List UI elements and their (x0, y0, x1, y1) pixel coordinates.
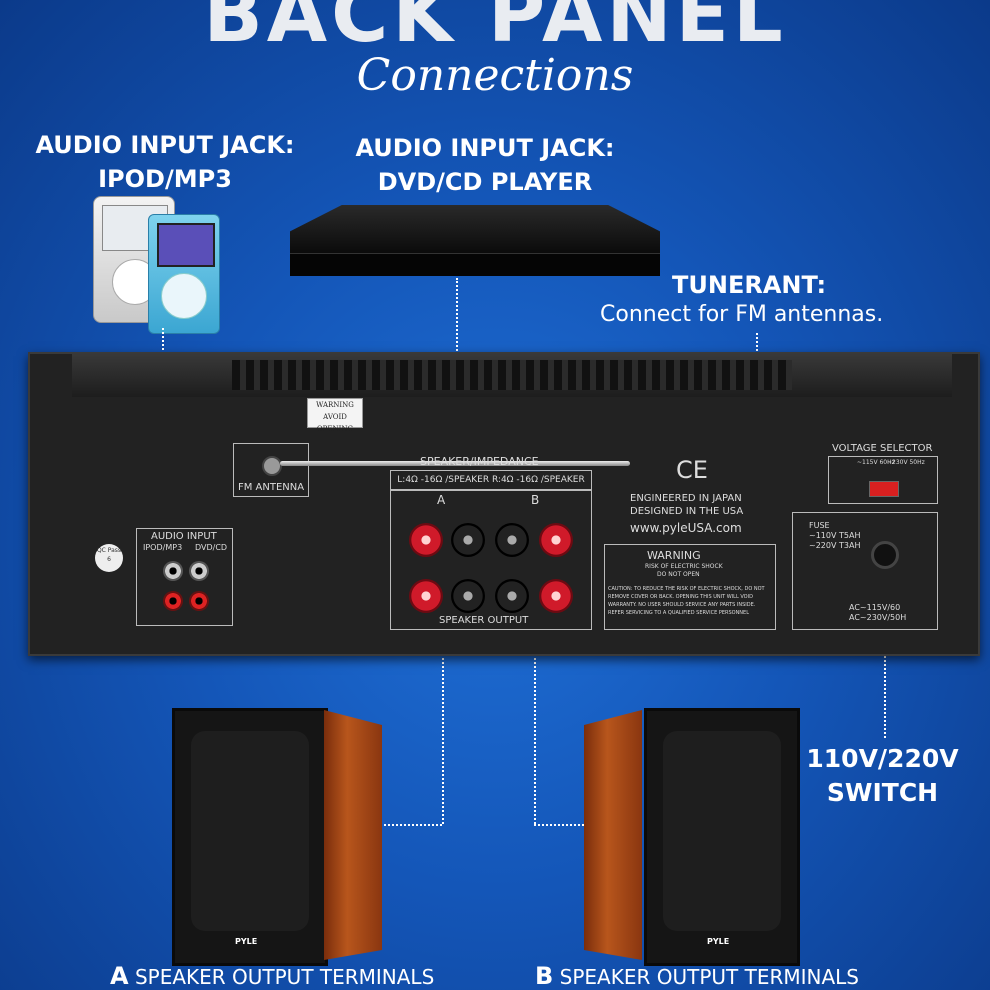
terminal-b-right-negative[interactable] (495, 579, 529, 613)
terminal-a-left-negative[interactable] (451, 523, 485, 557)
switch-callout-line1: 110V/220V (806, 744, 959, 773)
dvd-callout: AUDIO INPUT JACK: DVD/CD PLAYER (350, 131, 620, 199)
warning-shock-text: RISK OF ELECTRIC SHOCK (645, 563, 723, 570)
v230-label: ~230V 50Hz (887, 459, 925, 466)
tuner-callout: TUNERANT: Connect for FM antennas. (600, 268, 900, 327)
warning-sticker-text: AVOID OPENING (316, 413, 354, 433)
speaker-b-brand: PYLE (707, 937, 730, 946)
fuse-rating-1: ~110V T5AH (809, 531, 861, 540)
footer-b-text: SPEAKER OUTPUT TERMINALS (559, 965, 859, 989)
fuse-label: FUSE (809, 521, 830, 530)
speaker-output-block: A B SPEAKER OUTPUT (390, 490, 592, 630)
ipod-callout: AUDIO INPUT JACK: IPOD/MP3 (30, 128, 300, 196)
tuner-desc: Connect for FM antennas. (600, 302, 884, 327)
page-subtitle: Connections (356, 50, 634, 101)
ipod-input-label: IPOD/MP3 (143, 543, 183, 552)
footer-a-text: SPEAKER OUTPUT TERMINALS (134, 965, 435, 989)
mp3-player-device (148, 214, 220, 334)
power-cord (871, 541, 899, 569)
rca-dvd-left[interactable] (189, 561, 209, 581)
speaker-impedance-label: SPEAKER/IMPEDANCE (420, 455, 539, 468)
amplifier-top-vents (72, 352, 952, 397)
audio-input-block: AUDIO INPUT IPOD/MP3 DVD/CD (136, 528, 233, 626)
ac-rating-2: AC~230V/50H (849, 613, 907, 622)
ipod-callout-line1: AUDIO INPUT JACK: (35, 131, 295, 159)
dvd-player-device (290, 205, 660, 276)
switch-callout: 110V/220V SWITCH (800, 742, 965, 810)
panel-info: ENGINEERED IN JAPAN DESIGNED IN THE USA … (630, 492, 743, 535)
v115-label: ~115V 60Hz (857, 459, 895, 466)
channel-a-label: A (437, 493, 446, 507)
rca-ipod-right[interactable] (163, 591, 183, 611)
warning-caution-text: CAUTION: TO REDUCE THE RISK OF ELECTRIC … (608, 586, 765, 616)
channel-b-label: B (531, 493, 540, 507)
voltage-selector-block: ~115V 60Hz ~230V 50Hz (828, 456, 938, 504)
power-block: FUSE ~110V T5AH ~220V T3AH AC~115V/60 AC… (792, 512, 938, 630)
qc-sticker: QC Pass 6 (95, 544, 123, 572)
rca-ipod-left[interactable] (163, 561, 183, 581)
warning-sticker: WARNING AVOID OPENING (307, 398, 363, 433)
rca-dvd-right[interactable] (189, 591, 209, 611)
footer-a-letter: A (110, 962, 129, 990)
ce-mark: CE (676, 456, 708, 484)
fm-antenna-label: FM ANTENNA (238, 482, 305, 493)
speaker-a-brand: PYLE (235, 937, 258, 946)
ipod-callout-line2: IPOD/MP3 (98, 165, 232, 193)
footer-b: B SPEAKER OUTPUT TERMINALS (535, 962, 859, 990)
tuner-title: TUNERANT: (672, 271, 827, 299)
terminal-b-left-negative[interactable] (495, 523, 529, 557)
fm-antenna-jack[interactable]: FM ANTENNA (233, 443, 309, 497)
qc-sticker-text: QC Pass 6 (96, 547, 122, 563)
voltage-switch[interactable] (869, 481, 899, 497)
warning-label-title: WARNING (647, 549, 701, 562)
switch-callout-line2: SWITCH (826, 778, 939, 807)
voltage-selector-label: VOLTAGE SELECTOR (832, 443, 933, 454)
ac-rating-1: AC~115V/60 (849, 603, 901, 612)
page-title: BACK PANEL (203, 0, 787, 60)
terminal-a-right-negative[interactable] (451, 579, 485, 613)
terminal-b-right-positive[interactable] (539, 579, 573, 613)
warning-donot-text: DO NOT OPEN (657, 571, 700, 578)
terminal-b-left-positive[interactable] (539, 523, 573, 557)
speaker-output-label: SPEAKER OUTPUT (439, 615, 529, 626)
engineered-text: ENGINEERED IN JAPAN (630, 493, 742, 504)
dvd-input-label: DVD/CD (195, 543, 228, 552)
footer-b-letter: B (535, 962, 554, 990)
speaker-b: PYLE (584, 708, 800, 966)
terminal-a-right-positive[interactable] (409, 579, 443, 613)
footer-a: A SPEAKER OUTPUT TERMINALS (110, 962, 434, 990)
fuse-rating-2: ~220V T3AH (809, 541, 861, 550)
website-text: www.pyleUSA.com (630, 521, 742, 535)
designed-text: DESIGNED IN THE USA (630, 506, 744, 517)
antenna-rod (280, 461, 630, 466)
warning-sticker-title: WARNING (316, 401, 354, 409)
dvd-callout-line2: DVD/CD PLAYER (377, 168, 593, 196)
impedance-spec: L:4Ω -16Ω /SPEAKER R:4Ω -16Ω /SPEAKER (390, 470, 592, 490)
terminal-a-left-positive[interactable] (409, 523, 443, 557)
dvd-callout-line1: AUDIO INPUT JACK: (355, 134, 615, 162)
audio-input-label: AUDIO INPUT (151, 531, 217, 542)
warning-label: WARNING RISK OF ELECTRIC SHOCK DO NOT OP… (604, 544, 776, 630)
speaker-a: PYLE (172, 708, 384, 966)
